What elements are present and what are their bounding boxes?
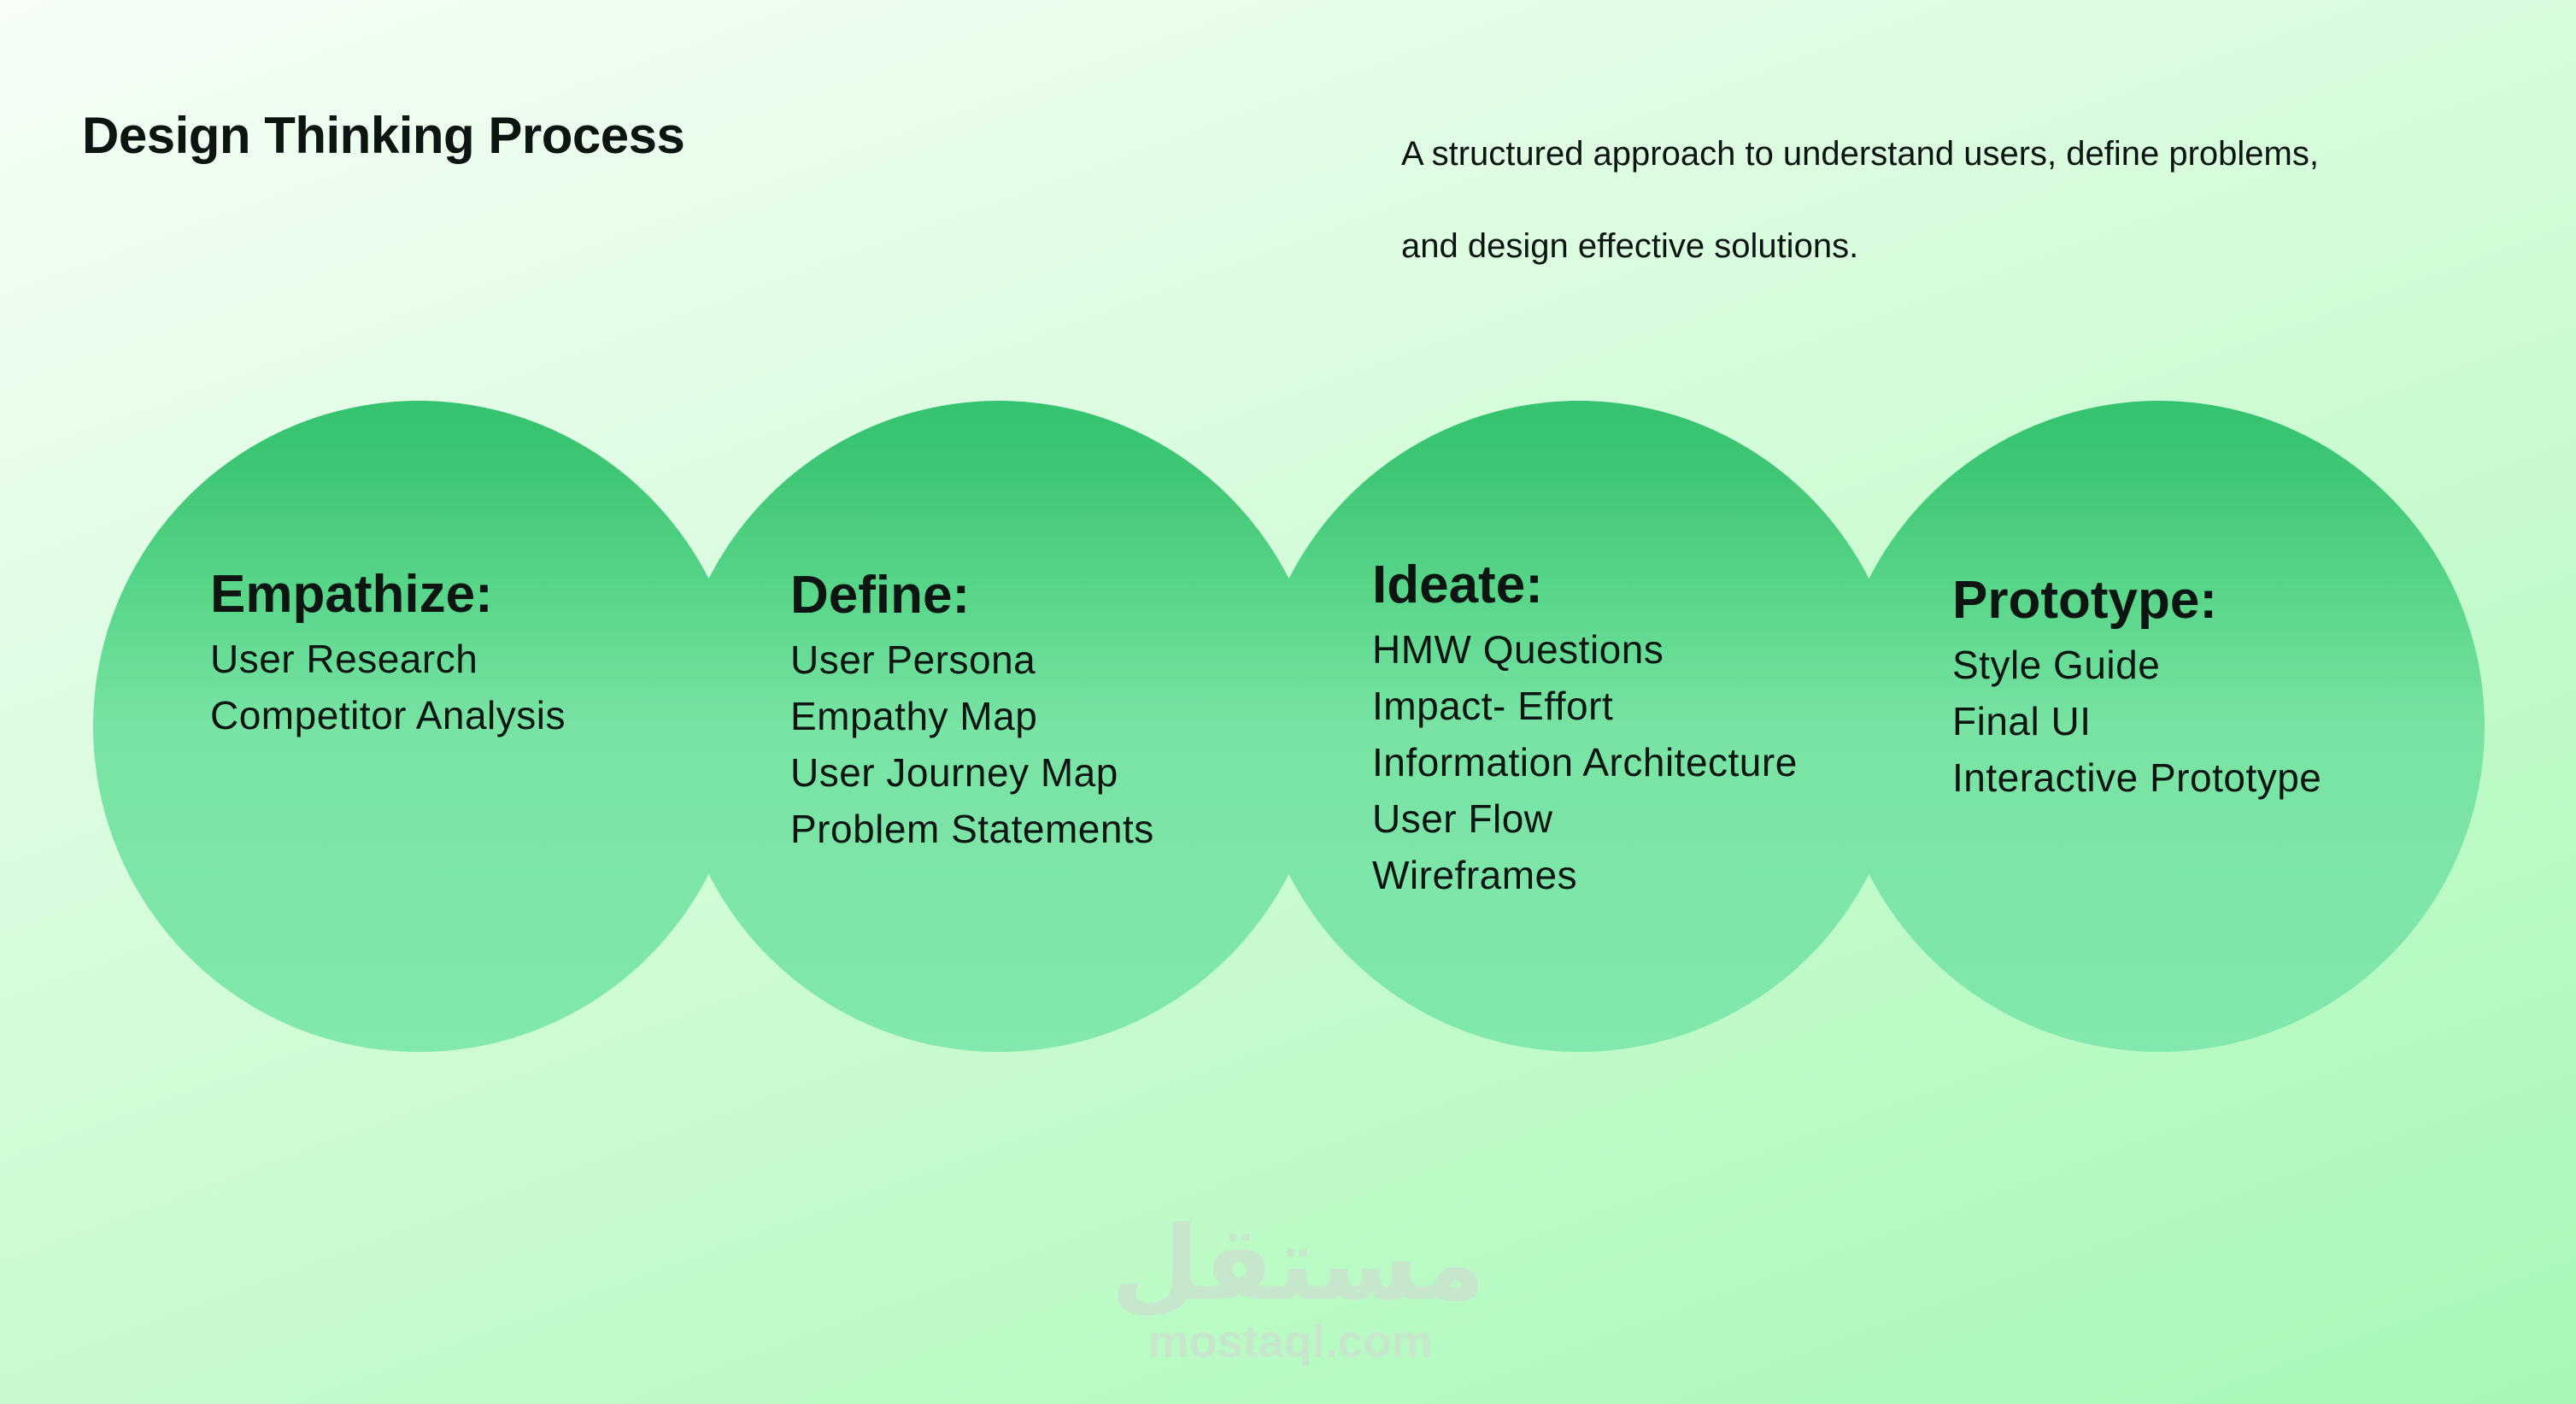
prototype-circle <box>1834 401 2485 1052</box>
stage-item: User Journey Map <box>790 750 1118 795</box>
empathize-circle <box>93 401 744 1052</box>
description-line-2: and design effective solutions. <box>1401 227 1859 265</box>
stage-item: User Persona <box>790 637 1036 682</box>
stage-item: HMW Questions <box>1372 627 1664 672</box>
stage-item: Style Guide <box>1952 643 2161 687</box>
stage-item: Information Architecture <box>1372 740 1798 784</box>
stage-item: Impact- Effort <box>1372 684 1614 728</box>
page-description: A structured approach to understand user… <box>1401 108 2546 292</box>
stage-item: Competitor Analysis <box>210 693 566 737</box>
description-line-1: A structured approach to understand user… <box>1401 135 2319 173</box>
stage-title: Prototype: <box>1952 571 2217 630</box>
stage-define: Define: User Persona Empathy Map User Jo… <box>790 565 1154 857</box>
watermark-arabic-logo: مستقل <box>1111 1205 1486 1324</box>
stage-item: User Research <box>210 637 478 681</box>
stage-ideate: Ideate: HMW Questions Impact- Effort Inf… <box>1372 555 1798 903</box>
stage-item: Wireframes <box>1372 853 1578 897</box>
define-circle <box>673 401 1324 1052</box>
stage-item: Problem Statements <box>790 807 1154 851</box>
stage-prototype: Prototype: Style Guide Final UI Interact… <box>1952 570 2321 806</box>
stage-title: Define: <box>790 566 971 625</box>
ideate-circle <box>1253 401 1904 1052</box>
stage-title: Ideate: <box>1372 555 1543 614</box>
watermark-url: mostaql.com <box>1147 1316 1433 1367</box>
stage-title: Empathize: <box>210 565 493 624</box>
stage-item: Interactive Prototype <box>1952 755 2322 800</box>
stage-empathize: Empathize: User Research Competitor Anal… <box>210 564 566 743</box>
stage-item: Final UI <box>1952 699 2092 743</box>
mostaql-watermark: مستقل mostaql.com <box>1111 1205 1486 1368</box>
stage-item: Empathy Map <box>790 694 1038 738</box>
stage-item: User Flow <box>1372 796 1553 841</box>
page-title: Design Thinking Process <box>82 107 685 164</box>
